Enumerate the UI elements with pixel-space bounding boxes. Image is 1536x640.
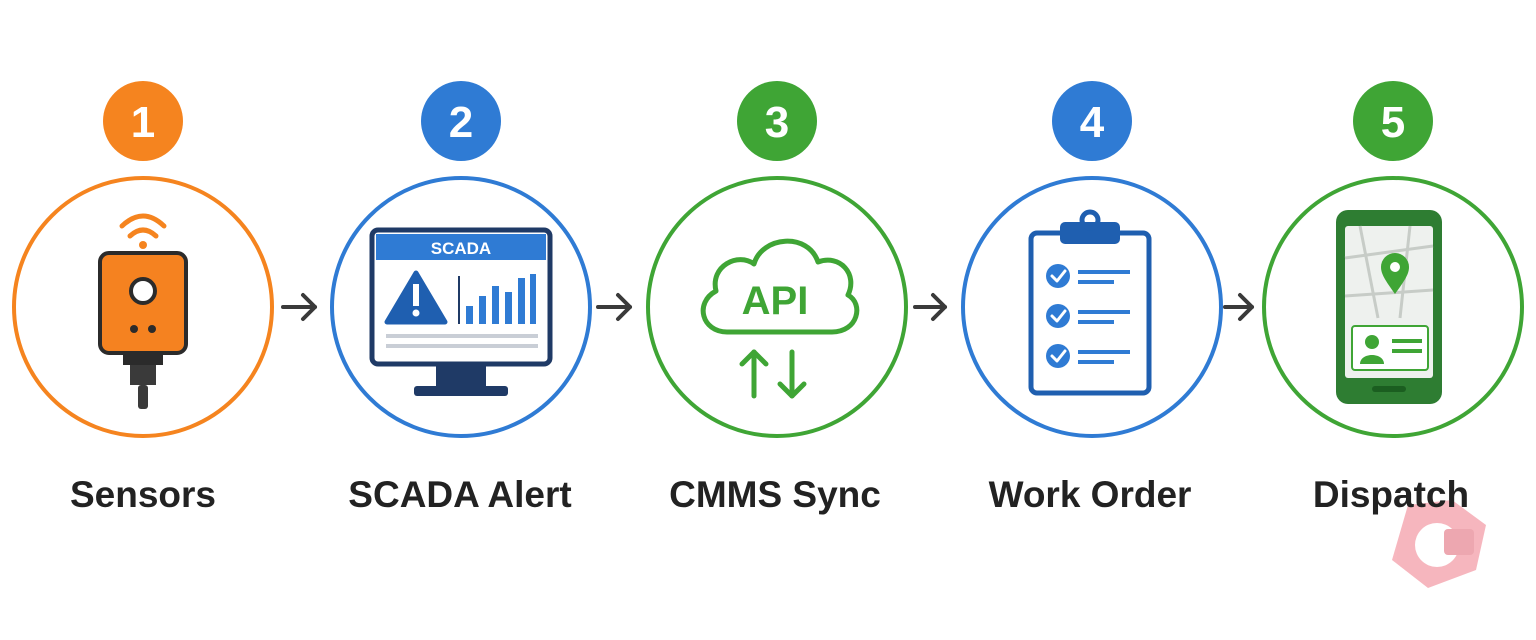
step-ring (1262, 176, 1524, 438)
check-icon (1046, 304, 1070, 328)
step-badge (737, 81, 817, 161)
sync-arrows-icon (739, 349, 807, 399)
check-icon (1046, 344, 1070, 368)
bar-chart-icon (466, 274, 536, 324)
step-number: 5 (1381, 98, 1405, 147)
cloud-label: API (742, 279, 809, 323)
api-cloud-icon: API (700, 238, 860, 399)
step-5: 5 (1262, 81, 1524, 438)
check-icon (1046, 264, 1070, 288)
step-1: 1 (12, 81, 274, 438)
step-label-dispatch: Dispatch (1312, 474, 1470, 515)
scada-monitor-icon: SCADA (369, 227, 553, 396)
step-4: 4 (961, 81, 1223, 438)
step-badge (103, 81, 183, 161)
arrow-right-icon (596, 293, 632, 321)
sensor-device-icon (98, 213, 188, 409)
step-label-cmms-sync: CMMS Sync (669, 474, 881, 515)
step-number: 2 (449, 98, 473, 147)
arrow-right-icon (913, 293, 947, 321)
step-number: 4 (1080, 98, 1105, 147)
step-label-scada-alert: SCADA Alert (348, 474, 572, 515)
step-label-sensors: Sensors (69, 474, 216, 515)
step-ring (12, 176, 274, 438)
step-ring (330, 176, 592, 438)
step-label-work-order: Work Order (988, 474, 1192, 515)
step-badge (1353, 81, 1433, 161)
step-ring (961, 176, 1223, 438)
location-pin-icon (1381, 253, 1409, 294)
watermark-logo (1392, 500, 1486, 588)
step-ring (646, 176, 908, 438)
step-number: 3 (765, 98, 789, 147)
step-badge (1052, 81, 1132, 161)
clipboard-checklist-icon (1028, 209, 1152, 396)
scada-screen-title: SCADA (431, 239, 491, 258)
user-icon (1360, 335, 1384, 364)
step-badge (421, 81, 501, 161)
flow-arrows (281, 293, 1254, 321)
mobile-map-icon (1336, 210, 1442, 404)
arrow-right-icon (281, 293, 317, 321)
step-2: 2 SCADA (330, 81, 592, 438)
arrow-right-icon (1223, 293, 1254, 321)
step-number: 1 (131, 98, 155, 147)
step-3: 3 API (646, 81, 908, 438)
